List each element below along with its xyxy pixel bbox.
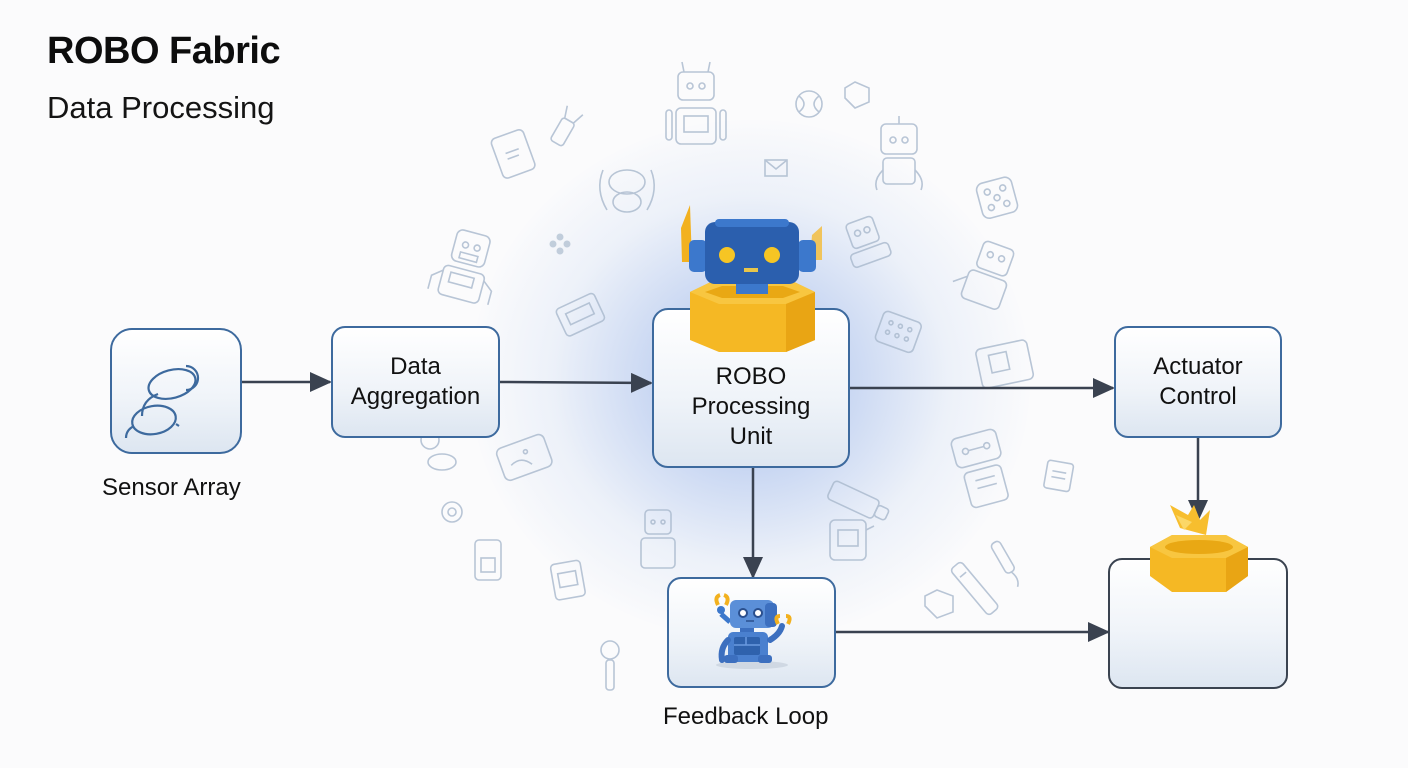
bg-gear-icon	[441, 501, 463, 523]
bg-robot-icon	[950, 428, 1009, 509]
feedback-loop-label: Feedback Loop	[663, 703, 829, 730]
bg-robot-icon	[845, 215, 892, 269]
data-aggregation-label-line2: Aggregation	[350, 383, 481, 410]
actuator-control-node[interactable]: Actuator Control	[1114, 326, 1282, 438]
page-subtitle: Data Processing	[47, 90, 275, 125]
bg-ball-icon	[795, 90, 823, 118]
bg-panel-icon	[874, 310, 922, 354]
actuator-control-label-line1: Actuator	[1153, 353, 1243, 380]
sensor-array-label: Sensor Array	[102, 474, 241, 501]
cloud-icon	[124, 364, 200, 439]
bg-robot-icon	[549, 559, 586, 601]
bg-sensor-icon	[599, 169, 655, 213]
bg-screen-icon	[555, 292, 606, 337]
bg-device-icon	[490, 128, 536, 179]
processing-unit-label-line3: Unit	[729, 423, 773, 450]
bg-robot-icon	[640, 509, 676, 569]
bg-robot-icon	[474, 539, 502, 581]
bg-hex-icon	[924, 589, 954, 619]
bg-hex-icon	[844, 81, 870, 109]
data-aggregation-node[interactable]: Data Aggregation	[331, 326, 500, 438]
bg-doc-icon	[1043, 459, 1075, 493]
bg-tool-icon	[600, 640, 620, 691]
bg-tool-icon	[550, 105, 584, 147]
bg-printer-icon	[495, 433, 553, 482]
processing-unit-label-line2: Processing	[691, 393, 811, 420]
bg-dice-icon	[975, 176, 1019, 220]
actuator-control-label-line2: Control	[1159, 383, 1237, 410]
bg-robot-icon	[875, 116, 923, 191]
bg-screen-icon	[975, 339, 1035, 389]
bg-battery-icon	[827, 480, 890, 521]
bg-robot-icon	[952, 240, 1015, 310]
bg-robot-icon	[427, 229, 493, 306]
page-title: ROBO Fabric	[47, 30, 281, 72]
arrow-aggregation-to-processing	[499, 372, 653, 393]
bg-robot-icon	[665, 61, 727, 145]
bg-robot-icon	[829, 519, 875, 561]
bg-tool-icon	[950, 561, 999, 616]
bg-envelope-icon	[764, 159, 788, 177]
processing-unit-label-line1: ROBO	[715, 363, 787, 390]
bg-tool-icon	[990, 540, 1019, 588]
data-aggregation-label-line1: Data	[390, 353, 441, 380]
sensor-array-node[interactable]	[110, 328, 242, 454]
